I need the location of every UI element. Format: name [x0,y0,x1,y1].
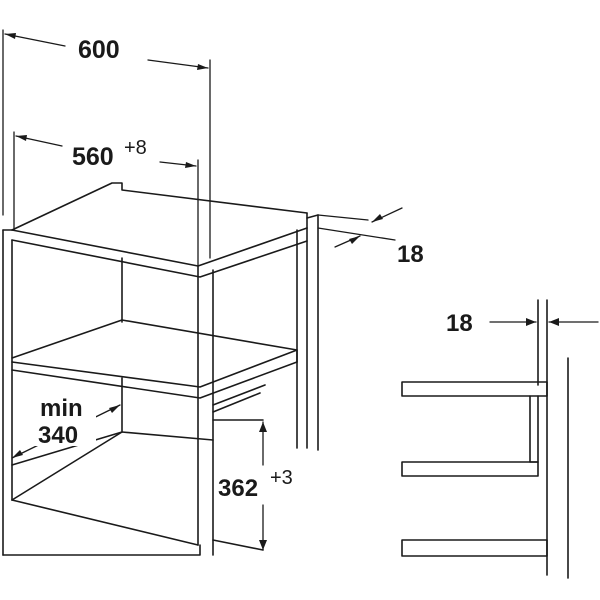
dimension-min-340: min 340 [11,392,121,459]
arrow-head [12,450,23,458]
arrow-head [349,236,360,244]
dimension-560: 560 +8 [13,131,199,267]
lower-compartment-base [11,499,199,546]
cabinet-top-thickness [11,239,308,278]
cabinet-top-outline [11,182,308,231]
shelf-middle [401,461,539,477]
label-side-thickness: 18 [446,310,473,337]
lower-floor [11,431,214,501]
arrow-head [109,405,120,413]
shelf-upper [401,381,548,397]
arrow-head [259,540,267,550]
label-min-depth: 340 [38,422,78,449]
arrow-head [185,162,196,168]
middle-shelf-bottom [11,361,298,399]
label-niche-height: 362 [218,475,258,502]
arrow-head [5,33,16,39]
side-section-detail: 18 [401,299,599,579]
label-min: min [40,395,83,422]
label-inner-width-tolerance: +8 [124,137,147,159]
shelf-lower [401,539,548,557]
label-total-width: 600 [78,36,120,64]
arrow-head [372,214,383,222]
label-top-thickness: 18 [397,241,424,268]
dimension-362: 362 +3 [218,421,293,551]
arrow-head [549,318,559,326]
arrow-head [526,318,536,326]
dimension-18-top: 18 [317,207,424,268]
dimension-600: 600 [2,29,211,259]
cabinet-drawing [2,182,319,556]
label-inner-width: 560 [72,143,114,171]
arrow-head [259,422,267,432]
arrow-head [16,135,27,141]
arrow-head [197,64,208,70]
cabinet-top-front-edge [11,227,308,267]
label-niche-height-tolerance: +3 [270,467,293,489]
